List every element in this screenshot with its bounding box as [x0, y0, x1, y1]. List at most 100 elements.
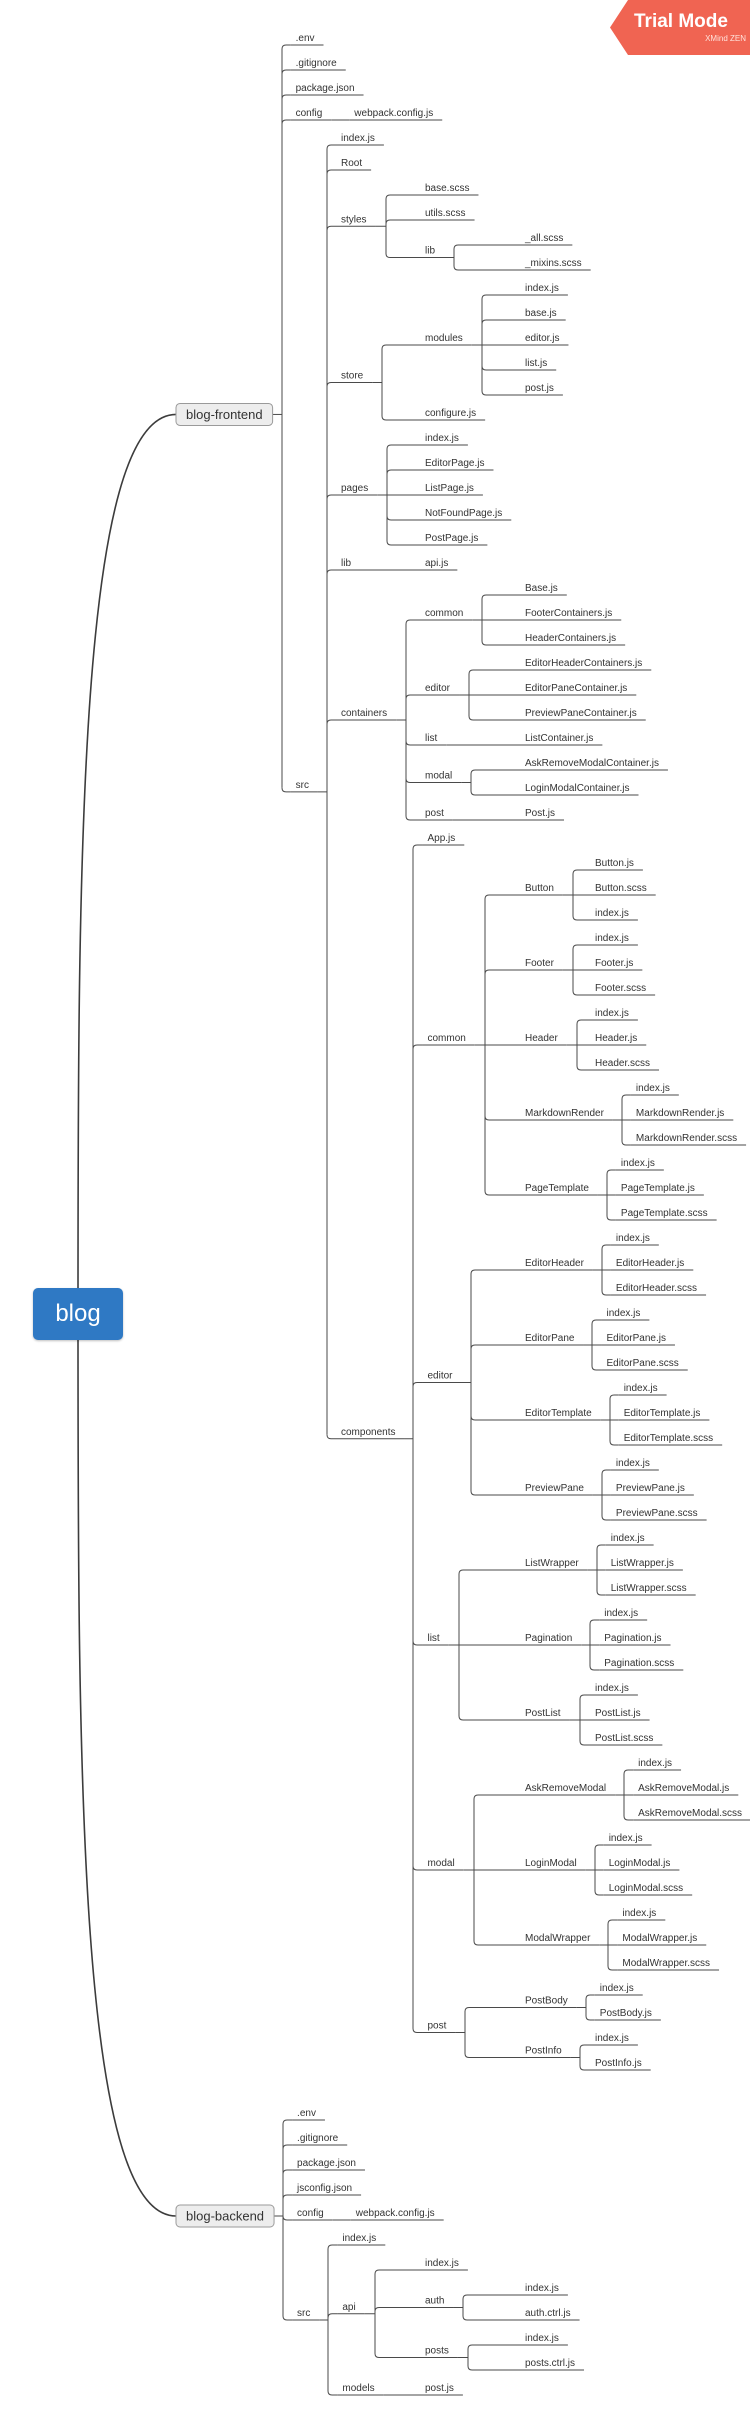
topic-webpack-config-js[interactable]: webpack.config.js: [355, 2208, 435, 2219]
topic-button-js[interactable]: Button.js: [595, 858, 634, 869]
topic-editortemplate-js[interactable]: EditorTemplate.js: [624, 1408, 701, 1419]
topic-postlist-scss[interactable]: PostList.scss: [595, 1733, 653, 1744]
topic-webpack-config-js[interactable]: webpack.config.js: [353, 108, 433, 119]
topic-post-js[interactable]: Post.js: [525, 808, 555, 819]
topic-header[interactable]: Header: [525, 1033, 558, 1044]
topic-index-js[interactable]: index.js: [616, 1458, 650, 1469]
topic-markdownrender-js[interactable]: MarkdownRender.js: [636, 1108, 724, 1119]
topic-markdownrender-scss[interactable]: MarkdownRender.scss: [636, 1133, 737, 1144]
topic-list-js[interactable]: list.js: [525, 358, 547, 369]
topic-api[interactable]: api: [342, 2302, 355, 2313]
topic-editorpane-scss[interactable]: EditorPane.scss: [606, 1358, 678, 1369]
topic-modalwrapper[interactable]: ModalWrapper: [525, 1933, 591, 1944]
topic-editorheader-scss[interactable]: EditorHeader.scss: [616, 1283, 697, 1294]
topic-header-js[interactable]: Header.js: [595, 1033, 637, 1044]
topic-root[interactable]: Root: [341, 158, 362, 169]
topic-footer-js[interactable]: Footer.js: [595, 958, 633, 969]
topic-editor[interactable]: editor: [427, 1371, 453, 1382]
topic-headercontainers-js[interactable]: HeaderContainers.js: [525, 633, 616, 644]
topic-editorpanecontainer-js[interactable]: EditorPaneContainer.js: [525, 683, 627, 694]
topic-modules[interactable]: modules: [425, 333, 463, 344]
topic-postinfo[interactable]: PostInfo: [525, 2046, 562, 2057]
topic-app-js[interactable]: App.js: [427, 833, 455, 844]
topic-index-js[interactable]: index.js: [342, 2233, 376, 2244]
topic-gitignore[interactable]: .gitignore: [296, 58, 338, 69]
topic-auth-ctrl-js[interactable]: auth.ctrl.js: [525, 2308, 571, 2319]
topic-index-js[interactable]: index.js: [611, 1533, 645, 1544]
topic-pagetemplate[interactable]: PageTemplate: [525, 1183, 589, 1194]
topic-footercontainers-js[interactable]: FooterContainers.js: [525, 608, 612, 619]
topic-button[interactable]: Button: [525, 883, 554, 894]
topic-index-js[interactable]: index.js: [595, 2033, 629, 2044]
topic-config[interactable]: config: [296, 108, 323, 119]
topic-pagetemplate-scss[interactable]: PageTemplate.scss: [621, 1208, 708, 1219]
topic-previewpane-scss[interactable]: PreviewPane.scss: [616, 1508, 698, 1519]
topic-editor-js[interactable]: editor.js: [525, 333, 559, 344]
topic-index-js[interactable]: index.js: [425, 433, 459, 444]
topic-loginmodal-js[interactable]: LoginModal.js: [609, 1858, 671, 1869]
topic-env[interactable]: .env: [296, 33, 315, 44]
topic-listwrapper[interactable]: ListWrapper: [525, 1558, 579, 1569]
topic-pagination-js[interactable]: Pagination.js: [604, 1633, 661, 1644]
topic-listwrapper-scss[interactable]: ListWrapper.scss: [611, 1583, 687, 1594]
topic-index-js[interactable]: index.js: [600, 1983, 634, 1994]
topic-editortemplate[interactable]: EditorTemplate: [525, 1408, 592, 1419]
topic-index-js[interactable]: index.js: [624, 1383, 658, 1394]
topic-index-js[interactable]: index.js: [595, 1008, 629, 1019]
topic-editor[interactable]: editor: [425, 683, 451, 694]
topic-list[interactable]: list: [425, 733, 437, 744]
topic-auth[interactable]: auth: [425, 2296, 444, 2307]
topic-postlist-js[interactable]: PostList.js: [595, 1708, 641, 1719]
topic-posts[interactable]: posts: [425, 2346, 449, 2357]
topic-index-js[interactable]: index.js: [525, 283, 559, 294]
topic-modal[interactable]: modal: [427, 1858, 454, 1869]
topic-index-js[interactable]: index.js: [425, 2258, 459, 2269]
topic-models[interactable]: models: [342, 2383, 374, 2394]
topic-previewpanecontainer-js[interactable]: PreviewPaneContainer.js: [525, 708, 637, 719]
topic-lib[interactable]: lib: [341, 558, 351, 569]
topic-editorpane-js[interactable]: EditorPane.js: [606, 1333, 665, 1344]
topic-notfoundpage-js[interactable]: NotFoundPage.js: [425, 508, 502, 519]
topic-postpage-js[interactable]: PostPage.js: [425, 533, 478, 544]
topic-gitignore[interactable]: .gitignore: [297, 2133, 339, 2144]
topic-pagination-scss[interactable]: Pagination.scss: [604, 1658, 674, 1669]
topic-askremovemodalcontainer-js[interactable]: AskRemoveModalContainer.js: [525, 758, 659, 769]
topic-index-js[interactable]: index.js: [622, 1908, 656, 1919]
topic-posts-ctrl-js[interactable]: posts.ctrl.js: [525, 2358, 575, 2369]
topic-editorheader[interactable]: EditorHeader: [525, 1258, 585, 1269]
topic-index-js[interactable]: index.js: [595, 908, 629, 919]
topic-listcontainer-js[interactable]: ListContainer.js: [525, 733, 593, 744]
topic-editorheader-js[interactable]: EditorHeader.js: [616, 1258, 684, 1269]
topic-editortemplate-scss[interactable]: EditorTemplate.scss: [624, 1433, 713, 1444]
topic-listpage-js[interactable]: ListPage.js: [425, 483, 474, 494]
topic-post[interactable]: post: [425, 808, 444, 819]
topic-src[interactable]: src: [297, 2308, 310, 2319]
topic-previewpane[interactable]: PreviewPane: [525, 1483, 584, 1494]
topic-package-json[interactable]: package.json: [296, 83, 355, 94]
topic-pagination[interactable]: Pagination: [525, 1633, 572, 1644]
topic-index-js[interactable]: index.js: [606, 1308, 640, 1319]
topic-markdownrender[interactable]: MarkdownRender: [525, 1108, 605, 1119]
topic-modal[interactable]: modal: [425, 771, 452, 782]
topic-askremovemodal[interactable]: AskRemoveModal: [525, 1783, 606, 1794]
topic-footer[interactable]: Footer: [525, 958, 555, 969]
central-topic-blog[interactable]: blog: [33, 1288, 123, 1340]
topic-editorpane[interactable]: EditorPane: [525, 1333, 575, 1344]
topic-postinfo-js[interactable]: PostInfo.js: [595, 2058, 642, 2069]
topic-index-js[interactable]: index.js: [525, 2283, 559, 2294]
topic-utils-scss[interactable]: utils.scss: [425, 208, 466, 219]
topic-base-js[interactable]: base.js: [525, 308, 557, 319]
topic-index-js[interactable]: index.js: [595, 933, 629, 944]
topic-editorpage-js[interactable]: EditorPage.js: [425, 458, 484, 469]
topic-common[interactable]: common: [427, 1033, 465, 1044]
topic-base-js[interactable]: Base.js: [525, 583, 558, 594]
topic-mixins-scss[interactable]: _mixins.scss: [524, 258, 582, 269]
topic-post[interactable]: post: [427, 2021, 446, 2032]
topic-index-js[interactable]: index.js: [636, 1083, 670, 1094]
topic-modalwrapper-scss[interactable]: ModalWrapper.scss: [622, 1958, 710, 1969]
topic-post-js[interactable]: post.js: [525, 383, 554, 394]
topic-components[interactable]: components: [341, 1427, 395, 1438]
main-topic-blog-backend[interactable]: blog-backend: [186, 2209, 264, 2224]
topic-env[interactable]: .env: [297, 2108, 316, 2119]
topic-index-js[interactable]: index.js: [604, 1608, 638, 1619]
